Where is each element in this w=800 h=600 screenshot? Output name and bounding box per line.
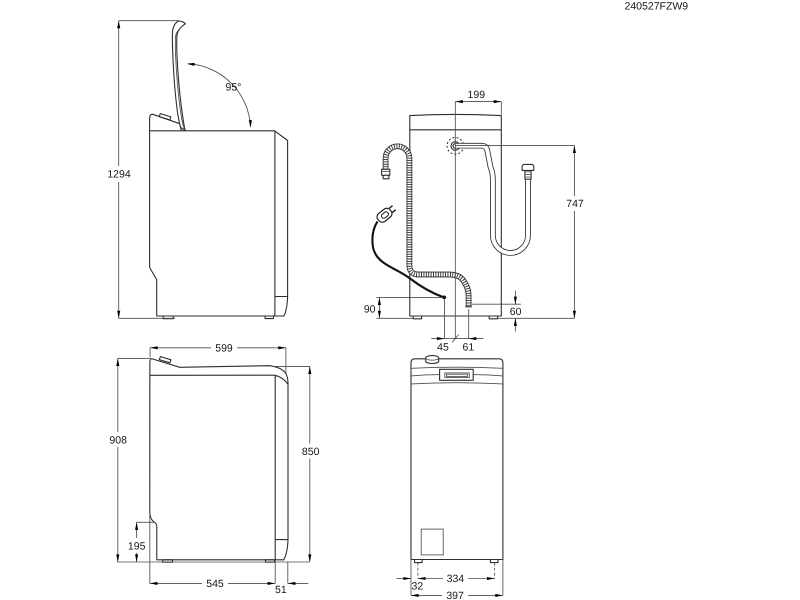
svg-text:95°: 95° <box>226 81 242 93</box>
svg-text:397: 397 <box>446 590 464 600</box>
svg-text:850: 850 <box>302 446 320 458</box>
svg-text:51: 51 <box>275 584 287 596</box>
svg-text:61: 61 <box>463 342 475 354</box>
svg-text:45: 45 <box>437 342 449 354</box>
svg-text:334: 334 <box>447 573 465 585</box>
svg-text:195: 195 <box>128 541 146 553</box>
svg-text:908: 908 <box>109 434 127 446</box>
svg-text:90: 90 <box>364 303 376 315</box>
svg-text:32: 32 <box>412 581 424 593</box>
svg-text:1294: 1294 <box>107 169 131 181</box>
svg-text:747: 747 <box>566 198 584 210</box>
svg-text:240527FZW9: 240527FZW9 <box>625 0 689 12</box>
svg-text:60: 60 <box>510 306 522 318</box>
svg-text:545: 545 <box>206 578 224 590</box>
svg-text:599: 599 <box>215 342 233 354</box>
svg-text:199: 199 <box>468 89 486 101</box>
